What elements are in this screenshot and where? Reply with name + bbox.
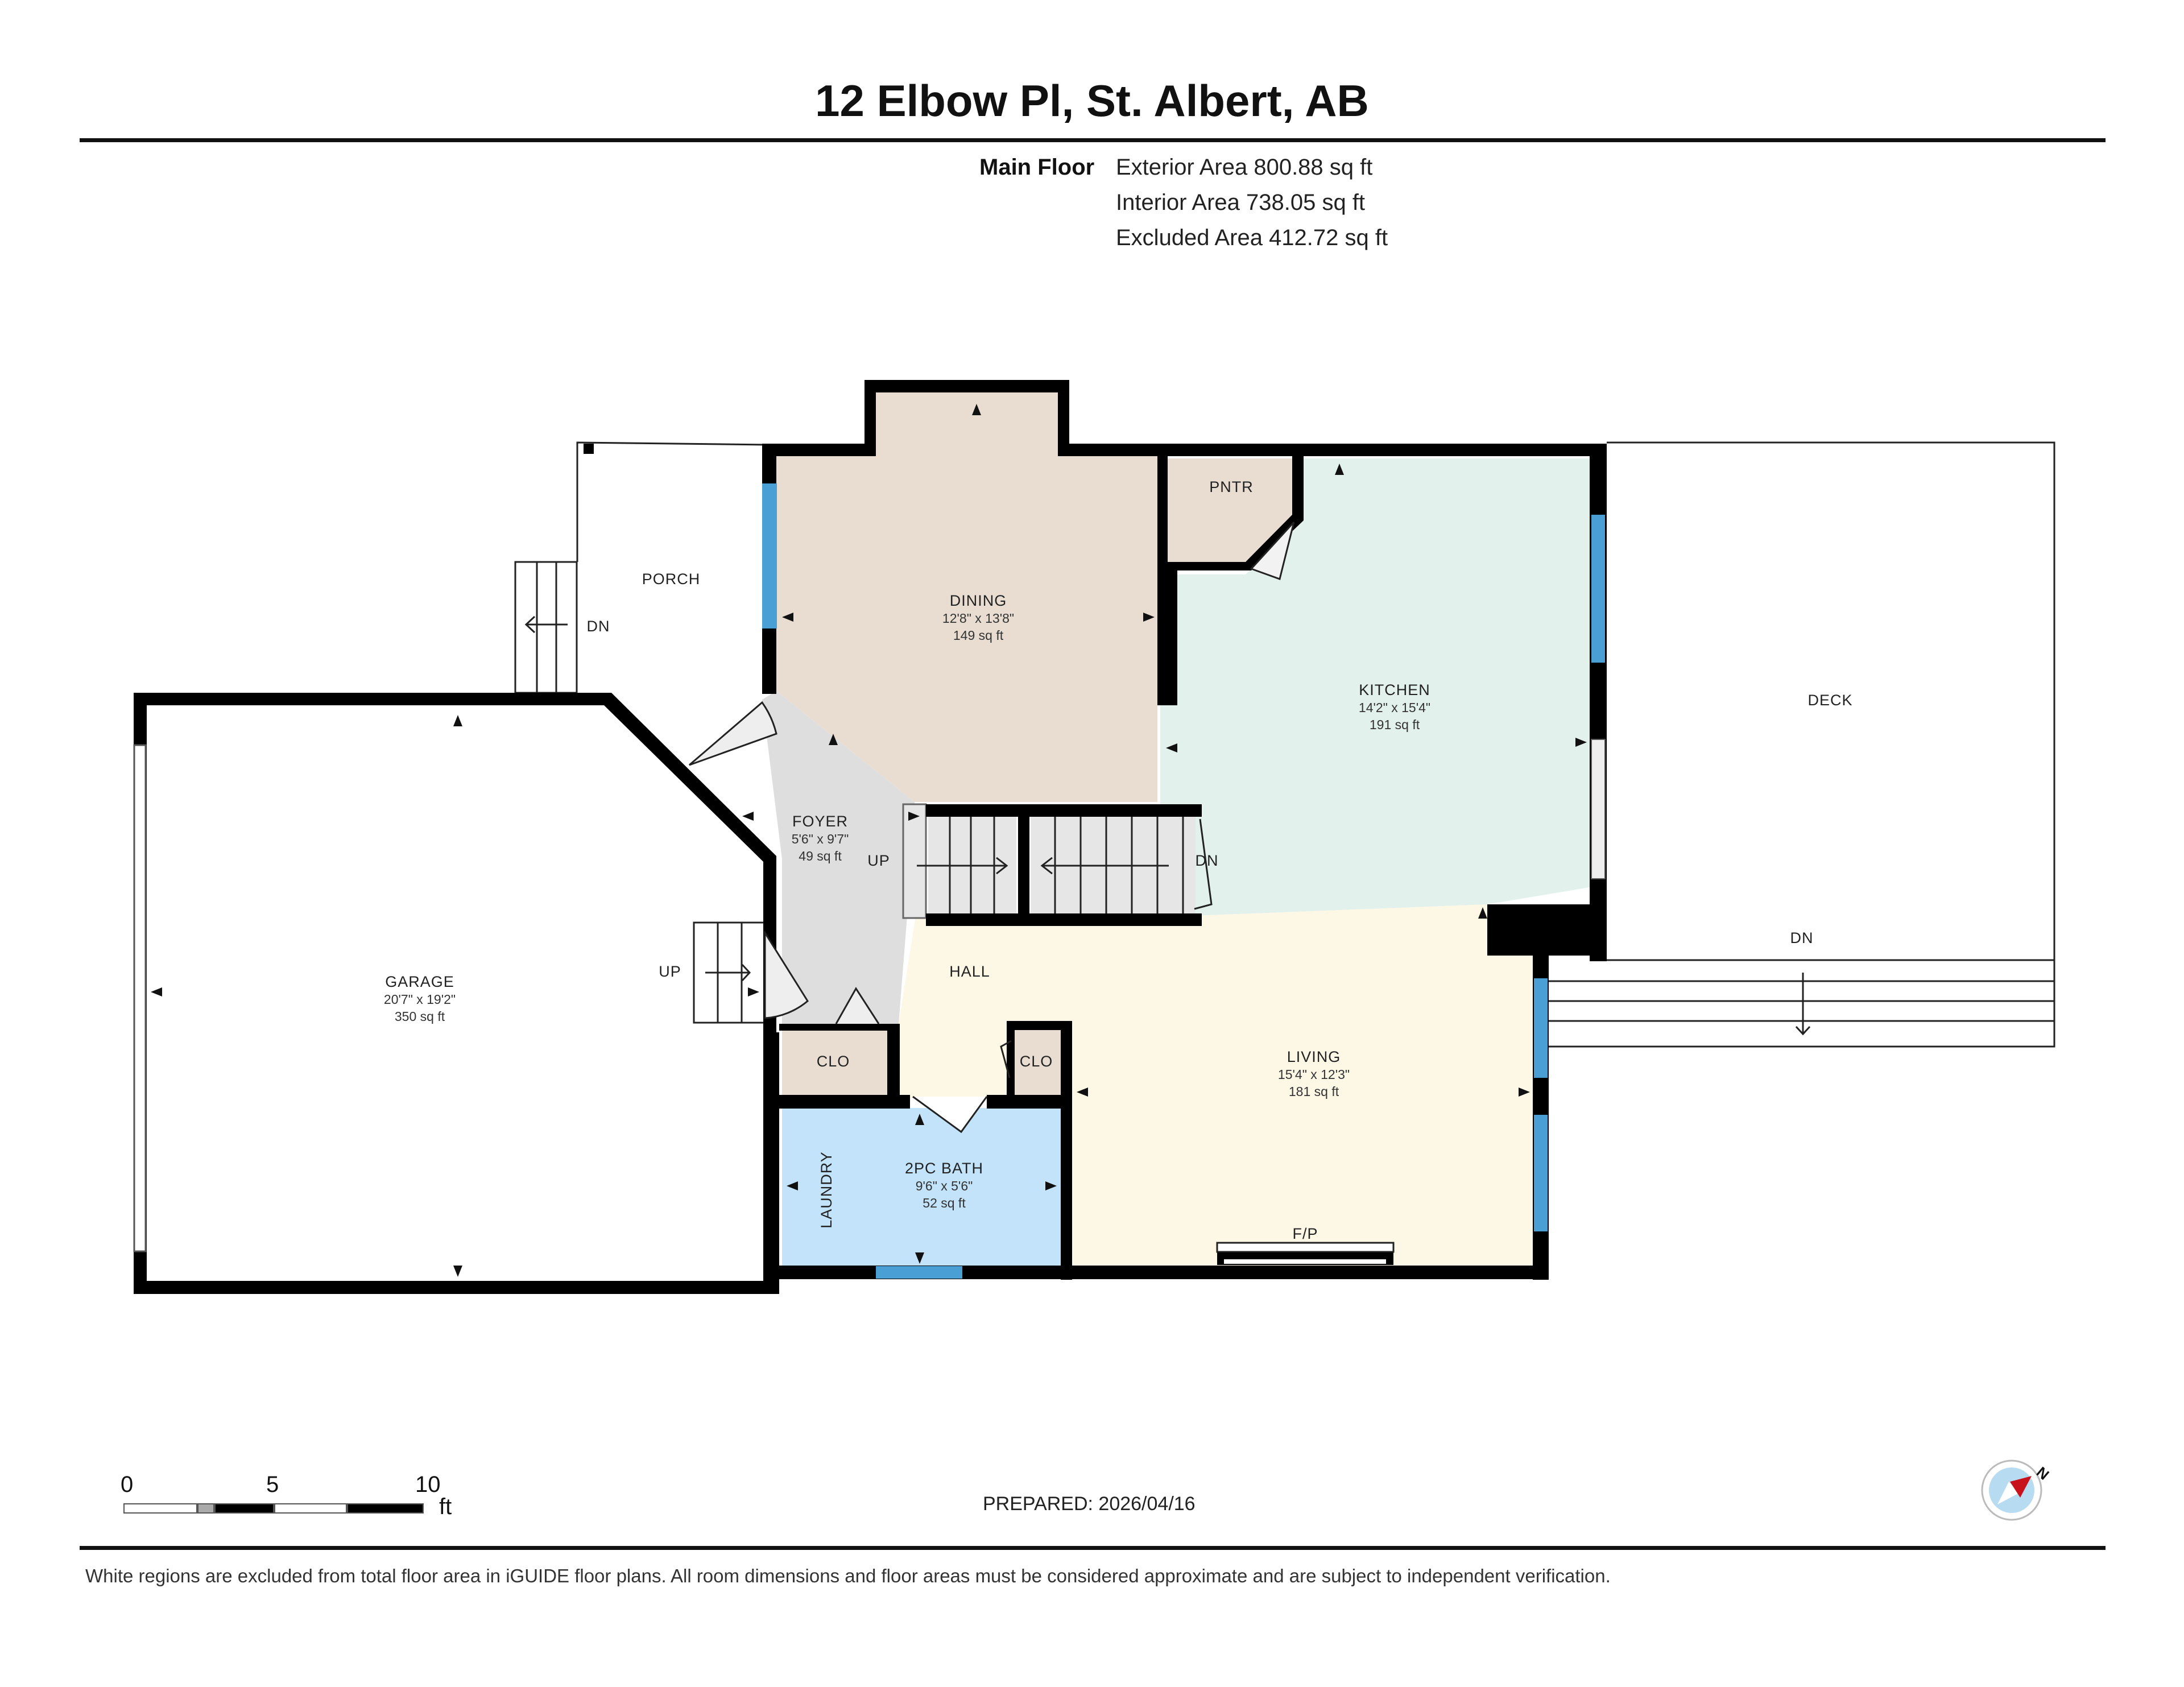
- bath-dims: 9'6" x 5'6": [916, 1179, 973, 1193]
- north-compass-icon: N: [1981, 1459, 2053, 1521]
- pantry-fill: [1166, 458, 1292, 563]
- main-stairs-down-label: DN: [1196, 852, 1219, 869]
- garage-stairs: [693, 921, 766, 1024]
- interior-area: Interior Area 738.05 sq ft: [1116, 190, 1366, 215]
- dimension-markers: [151, 404, 1587, 1277]
- garage-area: 350 sq ft: [395, 1009, 445, 1024]
- bath-label: 2PC BATH: [905, 1160, 983, 1177]
- deck-stairs-label: DN: [1790, 929, 1814, 946]
- exterior-area: Exterior Area 800.88 sq ft: [1116, 155, 1373, 180]
- closet2-fill: [1011, 1028, 1061, 1095]
- garage-label: GARAGE: [385, 973, 454, 990]
- dining-dims: 12'8" x 13'8": [942, 611, 1014, 626]
- bath-fill: [782, 1108, 1061, 1267]
- deck-label: DECK: [1807, 692, 1852, 709]
- kitchen-label: KITCHEN: [1359, 681, 1430, 698]
- main-stairs-up-label: UP: [867, 852, 890, 869]
- exterior-outlines: [576, 441, 2055, 1048]
- garage-stairs-label: UP: [659, 963, 681, 980]
- scale-segment: [274, 1503, 347, 1514]
- foyer-area: 49 sq ft: [799, 849, 842, 863]
- main-stairs: [902, 803, 1202, 926]
- dining-area: 149 sq ft: [953, 628, 1004, 643]
- walls: [133, 380, 1607, 1294]
- kitchen-area: 191 sq ft: [1370, 717, 1420, 732]
- footer-divider: [80, 1546, 2106, 1550]
- porch-stairs: [514, 561, 578, 694]
- living-label: LIVING: [1287, 1048, 1341, 1065]
- bath-area: 52 sq ft: [923, 1196, 966, 1210]
- scale-segment: [123, 1503, 197, 1514]
- dining-fill: [776, 391, 1157, 802]
- floor-label: Main Floor: [979, 155, 1095, 180]
- living-dims: 15'4" x 12'3": [1278, 1067, 1350, 1082]
- prepared-date: PREPARED: 2026/04/16: [983, 1493, 1196, 1515]
- header-divider: [80, 138, 2106, 142]
- scale-unit: ft: [439, 1494, 452, 1519]
- foyer-fill: [762, 691, 915, 1024]
- scale-tick-10: 10: [415, 1472, 441, 1497]
- porch-label: PORCH: [642, 570, 701, 588]
- laundry-label: LAUNDRY: [818, 1151, 835, 1229]
- scale-segment: [347, 1503, 424, 1514]
- foyer-dims: 5'6" x 9'7": [792, 832, 849, 846]
- foyer-label: FOYER: [792, 813, 848, 830]
- room-labels: PORCH DN DINING 12'8" x 13'8" 149 sq ft …: [384, 478, 1852, 1242]
- scale-segment: [197, 1503, 214, 1514]
- scale-tick-5: 5: [266, 1472, 279, 1497]
- room-fills: [762, 391, 1590, 1267]
- living-fill: [899, 904, 1541, 1266]
- disclaimer: White regions are excluded from total fl…: [85, 1565, 1611, 1586]
- fireplace-label: F/P: [1292, 1225, 1318, 1242]
- scale-segment: [214, 1503, 274, 1514]
- hall-label: HALL: [949, 963, 990, 980]
- pantry-label: PNTR: [1209, 478, 1254, 495]
- kitchen-dims: 14'2" x 15'4": [1359, 700, 1430, 715]
- living-area: 181 sq ft: [1289, 1084, 1339, 1099]
- closet1-label: CLO: [817, 1053, 850, 1070]
- closet2-label: CLO: [1020, 1053, 1053, 1070]
- doors: [689, 521, 1295, 1134]
- closet1-fill: [782, 1028, 890, 1095]
- page-title: 12 Elbow Pl, St. Albert, AB: [815, 76, 1369, 126]
- porch-stairs-label: DN: [587, 618, 610, 635]
- scale-tick-0: 0: [121, 1472, 134, 1497]
- excluded-area: Excluded Area 412.72 sq ft: [1116, 225, 1388, 250]
- garage-dims: 20'7" x 19'2": [384, 992, 456, 1007]
- dining-label: DINING: [950, 592, 1007, 609]
